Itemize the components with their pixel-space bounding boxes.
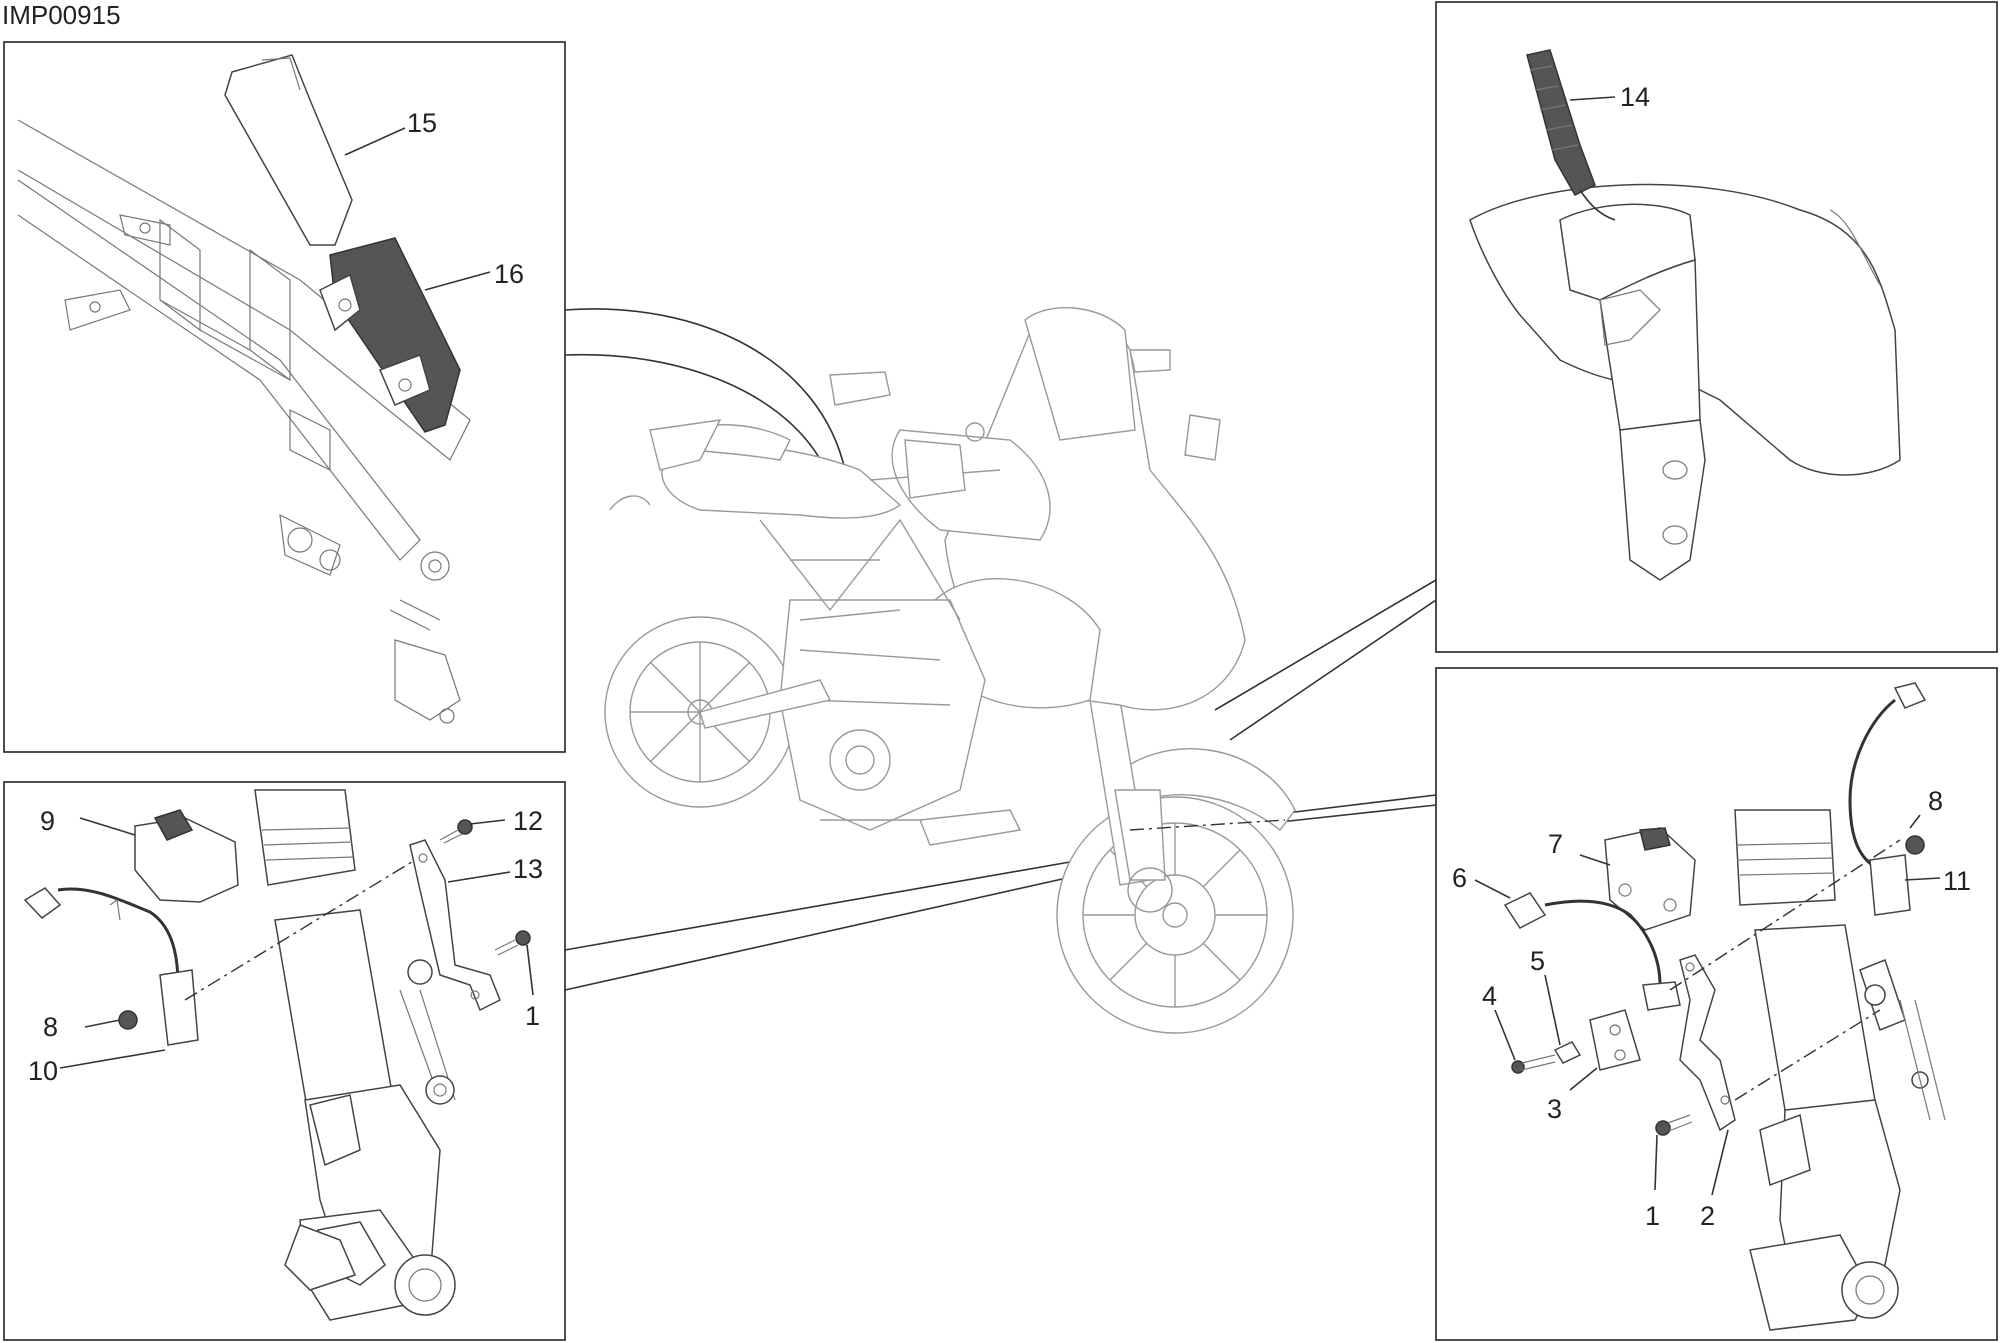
nut-8-left bbox=[118, 1010, 138, 1030]
callout-8-left: 8 bbox=[43, 1012, 58, 1042]
callout-12: 12 bbox=[513, 806, 543, 836]
callout-leaders bbox=[59, 96, 1941, 1196]
cable-harness-14 bbox=[1526, 49, 1616, 221]
callout-14: 14 bbox=[1620, 82, 1650, 112]
callout-5: 5 bbox=[1530, 946, 1545, 976]
callout-9: 9 bbox=[40, 806, 55, 836]
callout-6: 6 bbox=[1452, 863, 1467, 893]
screw-1-left bbox=[494, 930, 531, 956]
callout-15: 15 bbox=[407, 108, 437, 138]
right-fork-detail bbox=[1734, 809, 1946, 1331]
frame-top-left bbox=[3, 41, 566, 753]
callout-1-right: 1 bbox=[1645, 1201, 1660, 1231]
speed-sensor-cable bbox=[23, 887, 199, 1046]
callout-2: 2 bbox=[1700, 1201, 1715, 1231]
diagram-code: IMP00915 bbox=[2, 0, 121, 30]
frame-bottom-right bbox=[1435, 667, 1998, 1341]
callout-16: 16 bbox=[494, 259, 524, 289]
screw-12 bbox=[439, 819, 473, 844]
axis-line-left bbox=[184, 859, 416, 1001]
frame-bottom-left bbox=[3, 781, 566, 1341]
screw-1-right bbox=[1655, 1114, 1693, 1136]
callout-3: 3 bbox=[1547, 1094, 1562, 1124]
screw-4 bbox=[1511, 1054, 1556, 1074]
callout-10: 10 bbox=[28, 1056, 58, 1086]
sensor-bracket-2 bbox=[1679, 954, 1736, 1132]
callout-1-left: 1 bbox=[525, 1001, 540, 1031]
callout-4: 4 bbox=[1482, 981, 1497, 1011]
pin-5 bbox=[1553, 1041, 1582, 1064]
sensor-bracket-13 bbox=[409, 839, 501, 1012]
callout-11: 11 bbox=[1943, 866, 1971, 896]
frame-connectors bbox=[564, 308, 1437, 991]
axis-line-right-top bbox=[1669, 839, 1901, 991]
left-fork-detail bbox=[254, 789, 456, 1321]
axis-line-right-bottom bbox=[1734, 1009, 1881, 1101]
callout-7: 7 bbox=[1548, 829, 1563, 859]
frame-top-right bbox=[1435, 1, 1998, 653]
battery-cover-part bbox=[224, 54, 353, 246]
motorcycle-illustration bbox=[604, 307, 1296, 1034]
sensor-housing-7 bbox=[1604, 827, 1696, 931]
callout-13: 13 bbox=[513, 854, 543, 884]
sensor-cable-11 bbox=[1848, 682, 1927, 916]
control-unit-part bbox=[319, 237, 461, 433]
subframe-detail bbox=[17, 119, 471, 724]
nut-8-right bbox=[1905, 835, 1925, 855]
front-fender-detail bbox=[1469, 183, 1901, 581]
callout-8-right: 8 bbox=[1928, 786, 1943, 816]
spacer-block-3 bbox=[1589, 1009, 1641, 1071]
sensor-housing-9 bbox=[134, 809, 239, 903]
